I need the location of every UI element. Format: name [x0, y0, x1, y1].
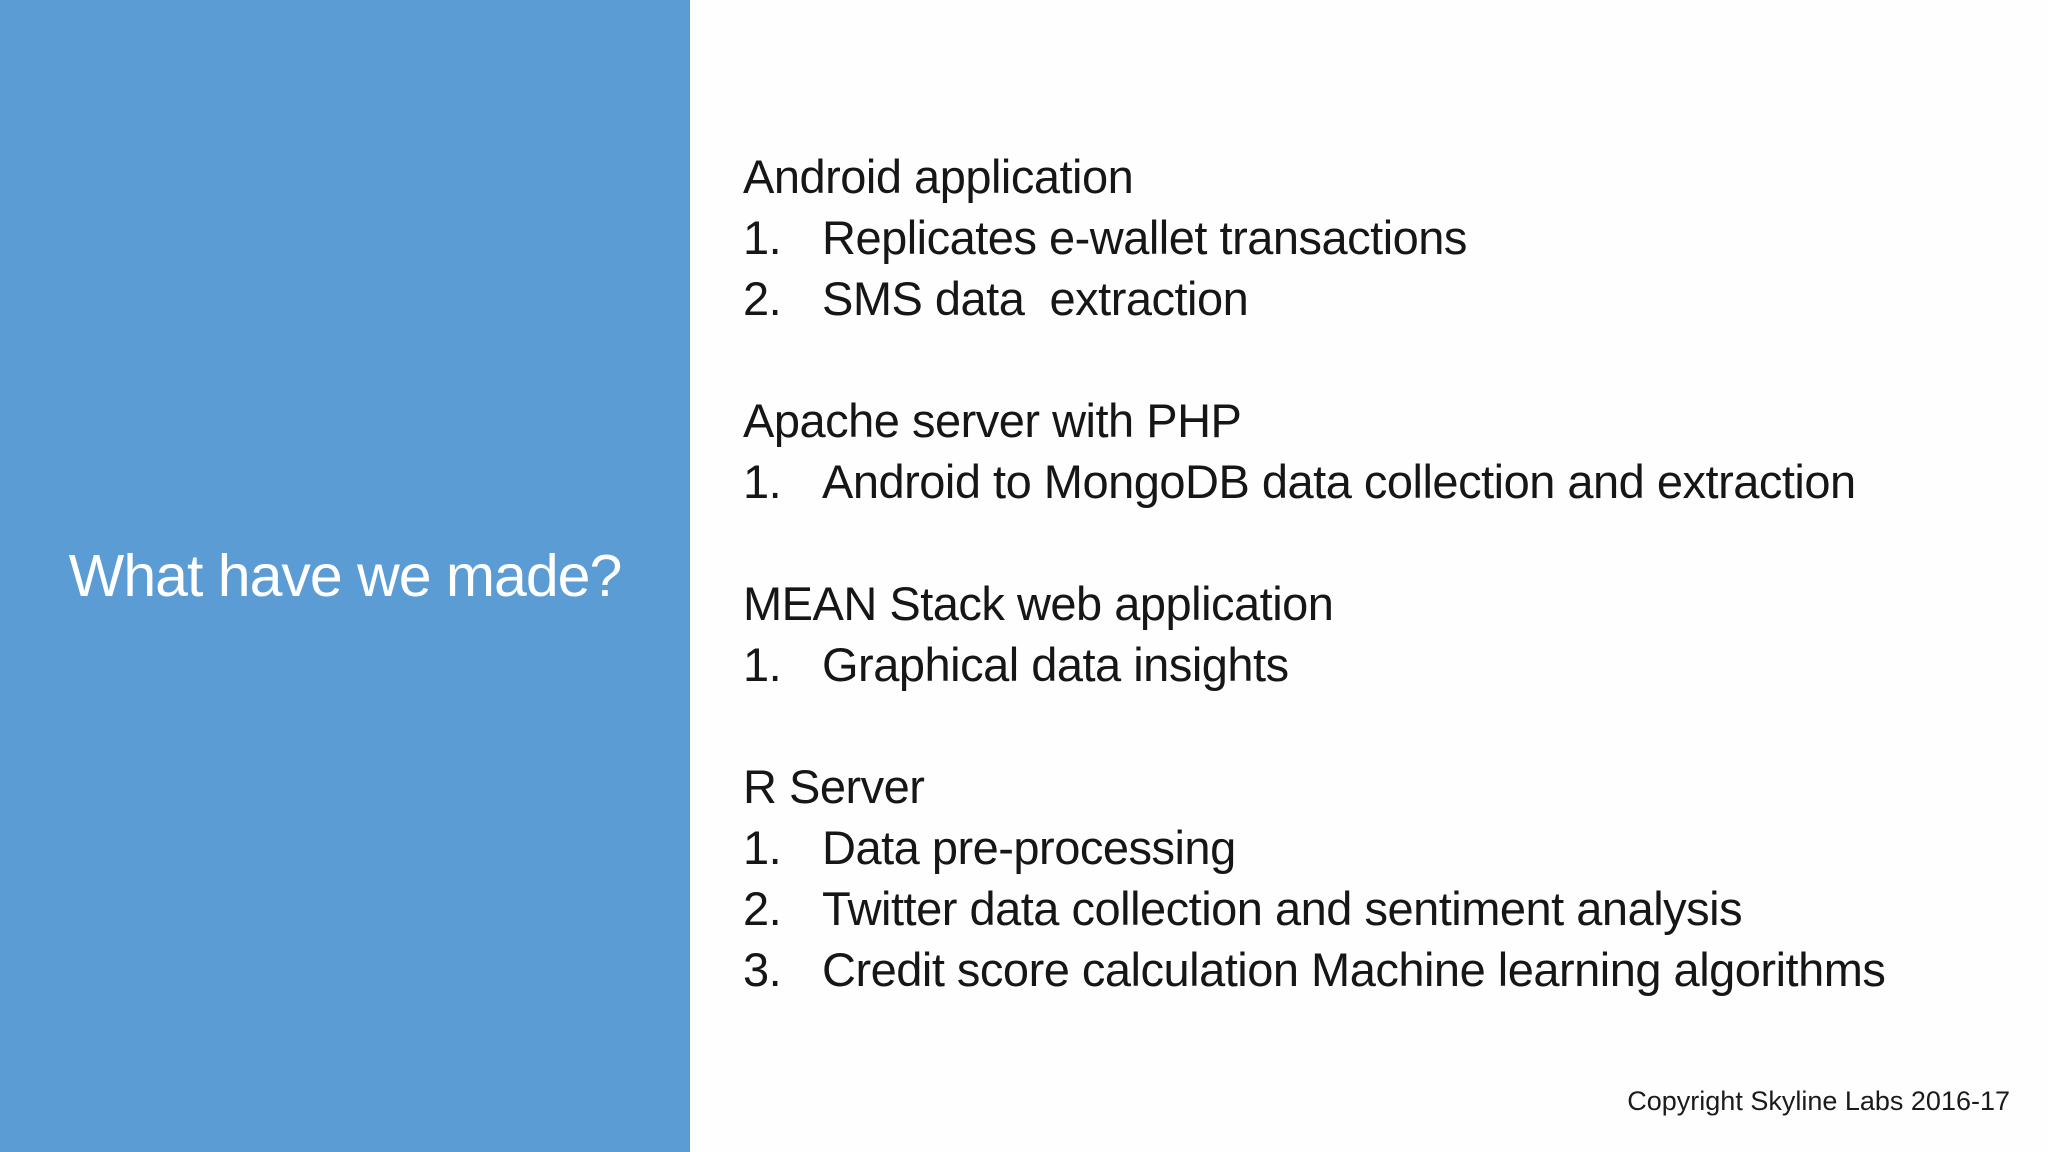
list-item: SMS data extraction: [743, 268, 1249, 329]
section-list: Data pre-processing Twitter data collect…: [743, 817, 2008, 1000]
section-apache-server: Apache server with PHP Android to MongoD…: [743, 390, 2008, 512]
section-heading: Android application: [743, 150, 1134, 203]
section-mean-stack: MEAN Stack web application Graphical dat…: [743, 573, 2008, 695]
list-item: Replicates e-wallet transactions: [743, 207, 1467, 268]
list-item: Data pre-processing: [743, 817, 1236, 878]
section-r-server: R Server Data pre-processing Twitter dat…: [743, 756, 2008, 1000]
section-list: Replicates e-wallet transactions SMS dat…: [743, 207, 2008, 329]
section-android-application: Android application Replicates e-wallet …: [743, 146, 2008, 329]
section-heading: R Server: [743, 760, 925, 813]
section-list: Graphical data insights: [743, 634, 2008, 695]
list-item: Graphical data insights: [743, 634, 1289, 695]
section-list: Android to MongoDB data collection and e…: [743, 451, 2008, 512]
list-item: Twitter data collection and sentiment an…: [743, 878, 1743, 939]
section-heading: Apache server with PHP: [743, 394, 1242, 447]
title-panel: What have we made?: [0, 0, 690, 1152]
section-heading: MEAN Stack web application: [743, 577, 1334, 630]
copyright-text: Copyright Skyline Labs 2016-17: [1627, 1086, 2010, 1116]
list-item: Credit score calculation Machine learnin…: [743, 939, 1886, 1000]
slide-title: What have we made?: [68, 543, 623, 609]
content-area: Android application Replicates e-wallet …: [743, 146, 2008, 1000]
list-item: Android to MongoDB data collection and e…: [743, 451, 1856, 512]
